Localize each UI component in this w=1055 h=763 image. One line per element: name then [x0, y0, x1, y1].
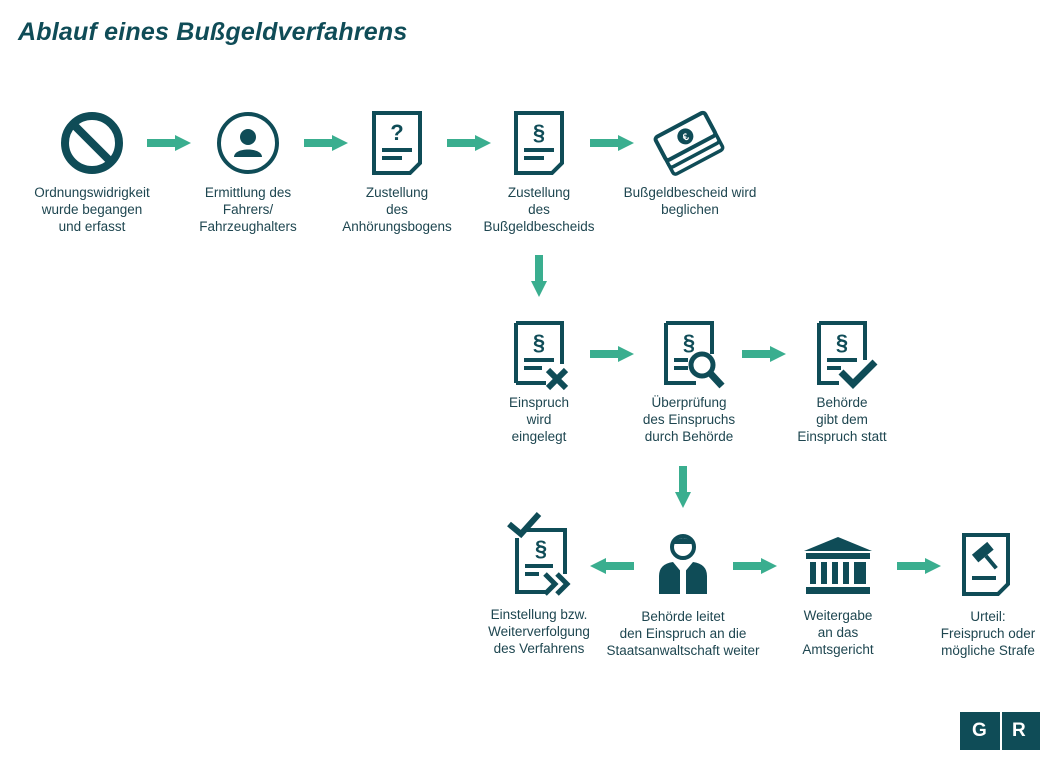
arrow-right-icon [897, 558, 941, 574]
document-check-icon: § [817, 321, 878, 389]
arrow-left-icon [590, 558, 634, 574]
gavel-document-icon [962, 533, 1010, 596]
logo-divider [1000, 712, 1002, 750]
svg-text:§: § [836, 330, 848, 355]
arrow-right-icon [742, 346, 786, 362]
courthouse-icon [804, 537, 872, 594]
svg-text:§: § [533, 330, 545, 355]
page-title: Ablauf eines Bußgeldverfahrens [18, 18, 408, 46]
arrow-right-icon [447, 135, 491, 151]
document-check-forward-icon: § [507, 511, 571, 596]
svg-text:?: ? [390, 120, 403, 145]
arrow-right-icon [590, 346, 634, 362]
arrow-right-icon [733, 558, 777, 574]
logo-letter-left: G [972, 720, 987, 741]
svg-text:§: § [535, 536, 547, 561]
prosecutor-icon [659, 534, 707, 594]
paragraph-document-icon: § [514, 111, 564, 175]
questionnaire-document-icon: ? [372, 111, 422, 175]
document-magnifier-icon: § [664, 321, 725, 389]
money-bills-icon: € [653, 110, 725, 176]
arrow-right-icon [590, 135, 634, 151]
svg-text:§: § [533, 120, 545, 145]
arrow-right-icon [147, 135, 191, 151]
arrow-down-icon [675, 466, 691, 508]
logo-letter-right: R [1012, 720, 1026, 741]
arrow-right-icon [304, 135, 348, 151]
svg-text:€: € [681, 131, 691, 144]
svg-text:§: § [683, 330, 695, 355]
arrow-down-icon [531, 255, 547, 297]
brand-logo: G R [960, 712, 1040, 750]
document-x-icon: § [514, 321, 569, 391]
prohibited-icon [61, 112, 123, 174]
person-icon [217, 112, 279, 174]
